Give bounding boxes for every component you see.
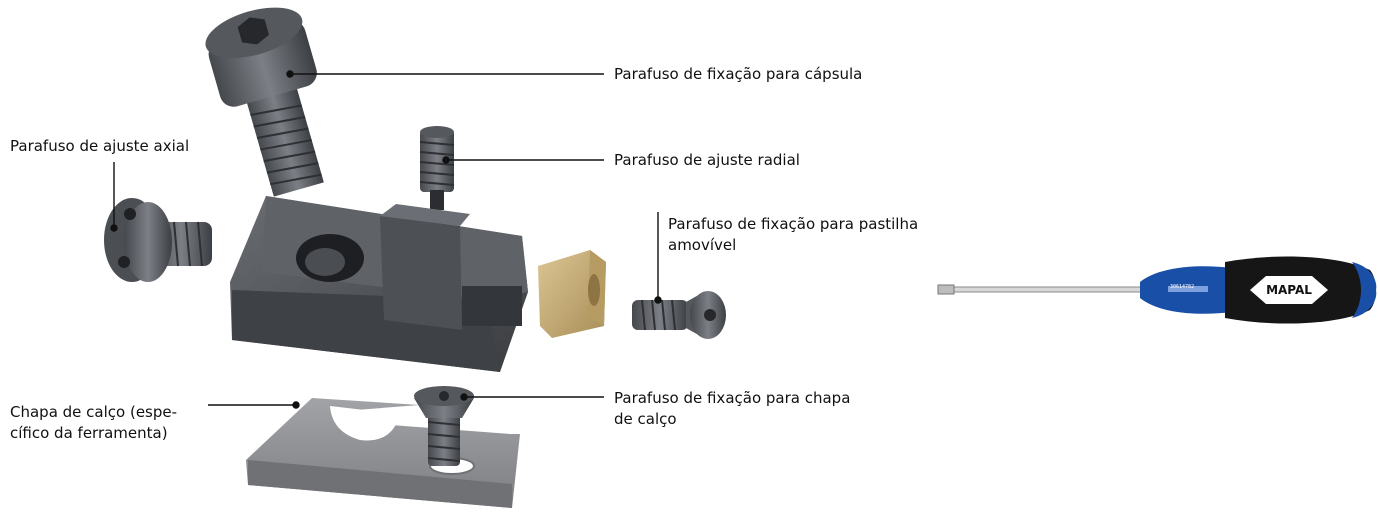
screwdriver-part-number: 30614782: [1170, 284, 1195, 290]
label-radial-screw: Parafuso de ajuste radial: [614, 151, 800, 169]
axial-adjusting-screw: [104, 198, 212, 282]
insert-clamping-screw: [632, 291, 726, 339]
label-capsule-screw: Parafuso de fixação para cápsula: [614, 65, 863, 83]
mapal-logo: MAPAL: [1266, 283, 1312, 297]
leader-lines: [110, 70, 662, 409]
capsule-screw: [205, 7, 324, 197]
label-shim-screw: Parafuso de fixação para chapa de calço: [614, 389, 851, 428]
label-axial-screw: Parafuso de ajuste axial: [10, 137, 190, 155]
screwdriver: [937, 256, 1377, 324]
cassette-body: [230, 196, 528, 372]
label-insert-screw: Parafuso de fixação para pastilha amovív…: [668, 215, 919, 254]
indexable-insert: [538, 250, 606, 338]
shim-plate-screw: [414, 386, 474, 466]
radial-adjusting-screw: [419, 126, 455, 210]
label-shim-plate: Chapa de calço (espe- cífico da ferramen…: [10, 403, 178, 442]
shim-plate: [246, 398, 520, 508]
